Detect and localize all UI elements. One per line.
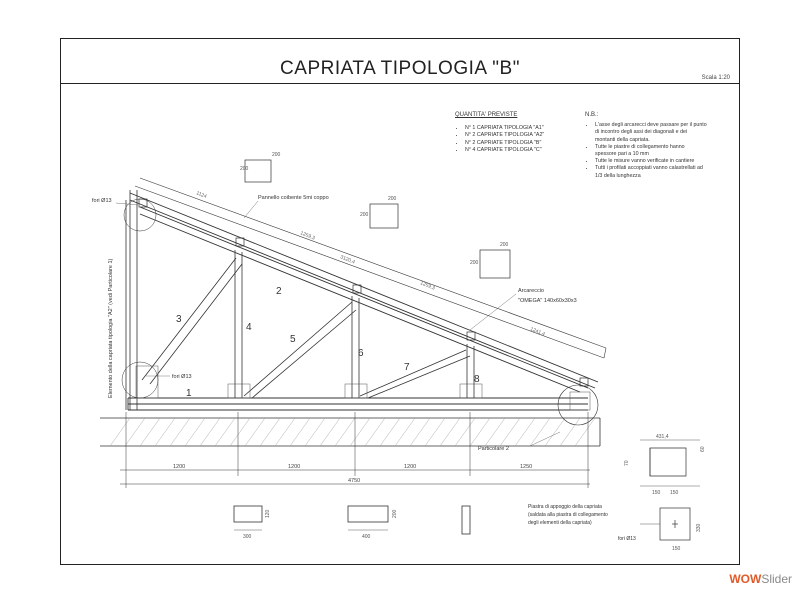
hole-label-mid: fori Ø13 (172, 374, 192, 380)
truss-diagonals (141, 257, 471, 399)
svg-text:150: 150 (670, 490, 679, 496)
watermark-logo: WOWSlider (729, 572, 792, 586)
svg-text:1124: 1124 (195, 190, 207, 200)
svg-text:Piastra di appoggio della capr: Piastra di appoggio della capriata (528, 504, 602, 510)
svg-text:(saldata alla piastra di colle: (saldata alla piastra di collegamento (528, 512, 608, 518)
title-band: CAPRIATA TIPOLOGIA "B" Scala 1:20 (60, 38, 740, 84)
notes-title: N.B.: (585, 112, 599, 118)
wall-slab (100, 417, 601, 447)
svg-text:120: 120 (265, 509, 271, 518)
support-element-label: Elemento della capriata tipologia "A2" (… (108, 258, 114, 398)
left-post (125, 190, 138, 410)
gusset-plates (135, 365, 591, 411)
svg-text:fori Ø13: fori Ø13 (618, 536, 636, 542)
member-numbers: 1 2 3 4 5 6 7 8 (176, 286, 480, 399)
detail2-label: Particolare 2 (478, 446, 509, 452)
dim-value: 1250 (520, 464, 532, 470)
roof-panel (134, 177, 607, 359)
section-dims: 300 120 400 200 (243, 509, 398, 540)
bottom-chord (127, 397, 588, 411)
dim-value: 1200 (173, 464, 185, 470)
truss-verticals (234, 250, 475, 398)
svg-text:330: 330 (696, 523, 702, 532)
svg-text:200: 200 (272, 152, 281, 158)
svg-text:degli elementi della capriata): degli elementi della capriata) (528, 520, 592, 526)
svg-text:200: 200 (360, 212, 369, 218)
hole-label-top: fori Ø13 (92, 198, 112, 204)
member-number: 3 (176, 314, 182, 325)
member-number: 7 (404, 362, 410, 373)
dim-value: 1200 (288, 464, 300, 470)
quantity-item: N° 1 CAPRIATA TIPOLOGIA "A1" (465, 125, 575, 132)
note-item: Tutti i profilati accoppiati vanno calas… (595, 165, 707, 179)
member-sections (233, 505, 471, 535)
section-box-dims: 200 200 200 200 200 200 (240, 152, 509, 266)
purlin-sections (138, 198, 589, 387)
svg-text:150: 150 (672, 546, 681, 552)
bracket-dims: 431,4 150 150 70 60 330 150 (624, 434, 706, 552)
svg-text:200: 200 (392, 509, 398, 518)
quantities-title: QUANTITA' PREVISTE (455, 112, 518, 118)
svg-text:60: 60 (700, 446, 706, 452)
quantity-item: N° 2 CAPRIATE TIPOLOGIA "B" (465, 140, 575, 147)
svg-text:1241,4: 1241,4 (529, 326, 546, 337)
note-item: Tutte le piastre di collegamento hanno s… (595, 144, 707, 158)
plate-labels: Piastra di appoggio della capriata (sald… (528, 504, 636, 542)
dim-total: 4750 (348, 478, 360, 484)
top-chord (129, 192, 599, 393)
member-number: 1 (186, 388, 192, 399)
svg-text:200: 200 (240, 166, 249, 172)
quantity-item: N° 4 CAPRIATE TIPOLOGIA "C" (465, 147, 575, 154)
note-item: L'asse degli arcarecci deve passare per … (595, 122, 707, 144)
svg-text:200: 200 (500, 242, 509, 248)
bottom-dim-values: 1200 1200 1200 1250 4750 (173, 464, 532, 484)
detail-circle-top (123, 198, 157, 232)
purlin-profile-label: "OMEGA" 140x60x30x3 (518, 298, 577, 304)
note-item: Tutte le misure vanno verificate in cant… (595, 158, 707, 165)
dim-value: 1200 (404, 464, 416, 470)
purlin-label: Arcareccio (518, 288, 544, 294)
svg-text:70: 70 (624, 460, 630, 466)
quantities-block: QUANTITA' PREVISTE N° 1 CAPRIATA TIPOLOG… (455, 112, 575, 154)
drawing-sheet (60, 38, 740, 565)
callout-leaders (115, 200, 561, 447)
scale-label: Scala 1:20 (701, 75, 730, 81)
svg-text:3120,4: 3120,4 (339, 254, 356, 265)
member-number: 4 (246, 322, 252, 333)
svg-text:300: 300 (243, 534, 252, 540)
svg-text:200: 200 (388, 196, 397, 202)
detail-circle-bottom (121, 361, 159, 399)
svg-text:150: 150 (652, 490, 661, 496)
top-chord-dims: 1124 1259,3 3120,4 1259,3 1241,4 (195, 190, 546, 337)
svg-text:400: 400 (362, 534, 371, 540)
member-number: 2 (276, 286, 282, 297)
support-plate-detail (640, 507, 691, 541)
member-number: 8 (474, 374, 480, 385)
quantity-item: N° 2 CAPRIATE TIPOLOGIA "A2" (465, 132, 575, 139)
panel-label: Pannello coibente 5mi coppo (258, 195, 329, 201)
section-boxes (244, 159, 511, 279)
svg-text:1259,3: 1259,3 (299, 230, 316, 241)
notes-block: N.B.: L'asse degli arcarecci deve passar… (585, 112, 707, 180)
bottom-dimensions (120, 412, 590, 488)
drawing-title: CAPRIATA TIPOLOGIA "B" (280, 58, 520, 79)
member-number: 5 (290, 334, 296, 345)
bracket-detail (640, 439, 700, 487)
svg-text:431,4: 431,4 (656, 434, 669, 440)
detail-circle-support (557, 384, 599, 426)
callouts: Pannello coibente 5mi coppo Arcareccio "… (92, 195, 577, 452)
svg-text:1259,3: 1259,3 (419, 280, 436, 291)
member-number: 6 (358, 348, 364, 359)
svg-text:200: 200 (470, 260, 479, 266)
